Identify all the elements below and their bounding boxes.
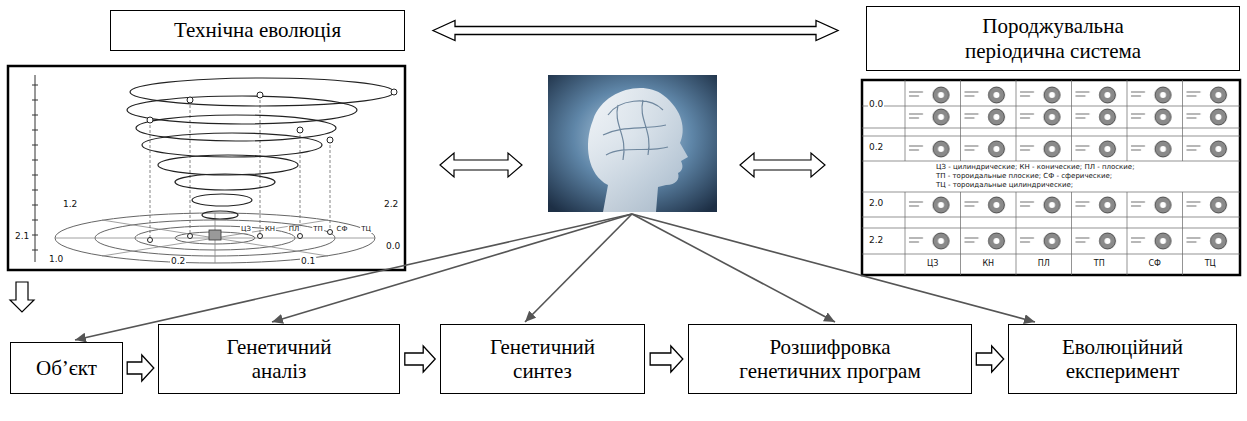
figure-label: КН [981, 260, 995, 268]
head-figure [588, 88, 688, 212]
figure-label: 0.0 [385, 242, 401, 251]
node-label: Генетичний аналіз [209, 335, 349, 383]
evolution-spiral [8, 66, 405, 270]
block-arrow [650, 346, 683, 372]
table-grid [905, 80, 1183, 275]
figure-label: ЦЗ [240, 226, 252, 233]
figure-label: ЦЗ - цилиндрические; КН - конические; ПЛ… [935, 164, 1136, 171]
process-box: Еволюційний експеримент [1008, 324, 1237, 394]
double-arrow [433, 21, 838, 41]
node-label: Технічна еволюція [174, 18, 341, 42]
figure-label: СФ [1148, 260, 1162, 268]
head-leaders [75, 214, 1035, 340]
head-image [548, 75, 717, 212]
leader-arrow [632, 214, 835, 322]
title-box: Породжувальна періодична система [866, 6, 1240, 71]
spiral-turn [202, 211, 238, 219]
figure-label: 1.2 [62, 200, 78, 209]
block-arrow [976, 346, 1003, 372]
time-axis [35, 75, 36, 262]
spiral-points [147, 89, 397, 243]
figure-label: ТП [312, 226, 324, 233]
base-point [328, 230, 333, 235]
node-label: Еволюційний експеримент [1048, 335, 1198, 383]
process-box: Генетичний аналіз [158, 324, 400, 394]
figure-label: 0.2 [170, 257, 186, 266]
figure-label: ТЦ - тороидальные цилиндрические; [935, 182, 1074, 189]
figure-label: СФ [336, 226, 349, 233]
leader-arrow [525, 214, 632, 322]
figure-label: ТП [1093, 260, 1106, 268]
figure-label: ПЛ [1037, 260, 1051, 268]
figure-label: 2.2 [868, 236, 884, 245]
base-point [258, 234, 263, 239]
base-ring [55, 213, 375, 263]
spiral-turn [158, 155, 298, 175]
table-frame [862, 80, 1240, 275]
figure-label: 2.2 [383, 200, 399, 209]
leader-arrow [75, 214, 632, 340]
head-silhouette [588, 88, 688, 212]
spiral-point [327, 137, 333, 143]
spiral-point [257, 92, 263, 98]
base-point [188, 234, 193, 239]
figure-label: 2.1 [14, 232, 30, 241]
spiral-point [147, 117, 153, 123]
axis-ticks [32, 85, 38, 250]
process-box: Об’єкт [10, 342, 123, 394]
base-icon [209, 230, 221, 240]
spiral-point [187, 97, 193, 103]
spiral-point [391, 89, 397, 95]
leader-arrow [632, 214, 1035, 322]
double-arrow [740, 153, 825, 177]
title-box: Технічна еволюція [110, 10, 405, 51]
brain-lines [603, 100, 668, 160]
down-arrow [10, 282, 34, 312]
node-label: Розшифровка генетичних програм [730, 335, 930, 383]
projection-lines [150, 95, 330, 240]
process-box: Розшифровка генетичних програм [688, 324, 972, 394]
figure-label: ТП - тороидальные плоские; СФ - сферичес… [935, 173, 1113, 180]
spiral-turn [130, 78, 394, 106]
figure-label: 2.0 [868, 199, 884, 208]
spiral-turn [136, 115, 336, 141]
double-arrow [440, 153, 522, 177]
leader-arrow [272, 214, 632, 322]
spiral-turn [192, 194, 252, 206]
node-label: Породжувальна періодична система [933, 14, 1173, 62]
node-label: Генетичний синтез [473, 335, 613, 383]
figure-label: 0.0 [868, 100, 884, 109]
figure-label: 0.1 [300, 257, 316, 266]
table-grid [862, 106, 1240, 254]
spiral-turn [127, 96, 357, 124]
node-label: Об’єкт [36, 356, 97, 380]
process-box: Генетичний синтез [440, 324, 645, 394]
illustration-frame [8, 66, 405, 270]
periodic-table [862, 80, 1240, 275]
block-arrow [127, 355, 154, 381]
block-arrow [405, 346, 435, 372]
head-background [548, 75, 717, 212]
figure-label: 0.2 [868, 143, 884, 152]
figure-label: 1.0 [48, 255, 64, 264]
spiral-point [297, 127, 303, 133]
spiral-turn [175, 174, 275, 190]
figure-label: ТЦ [1204, 260, 1217, 268]
base-radials [55, 213, 375, 263]
figure-label: ЦЗ [926, 260, 939, 268]
figure-label: ТЦ [360, 226, 372, 233]
base-point [298, 234, 303, 239]
base-point [148, 238, 153, 243]
figure-label: ПЛ [288, 226, 301, 233]
figure-label: КН [264, 226, 276, 233]
spiral-turn [142, 133, 322, 157]
